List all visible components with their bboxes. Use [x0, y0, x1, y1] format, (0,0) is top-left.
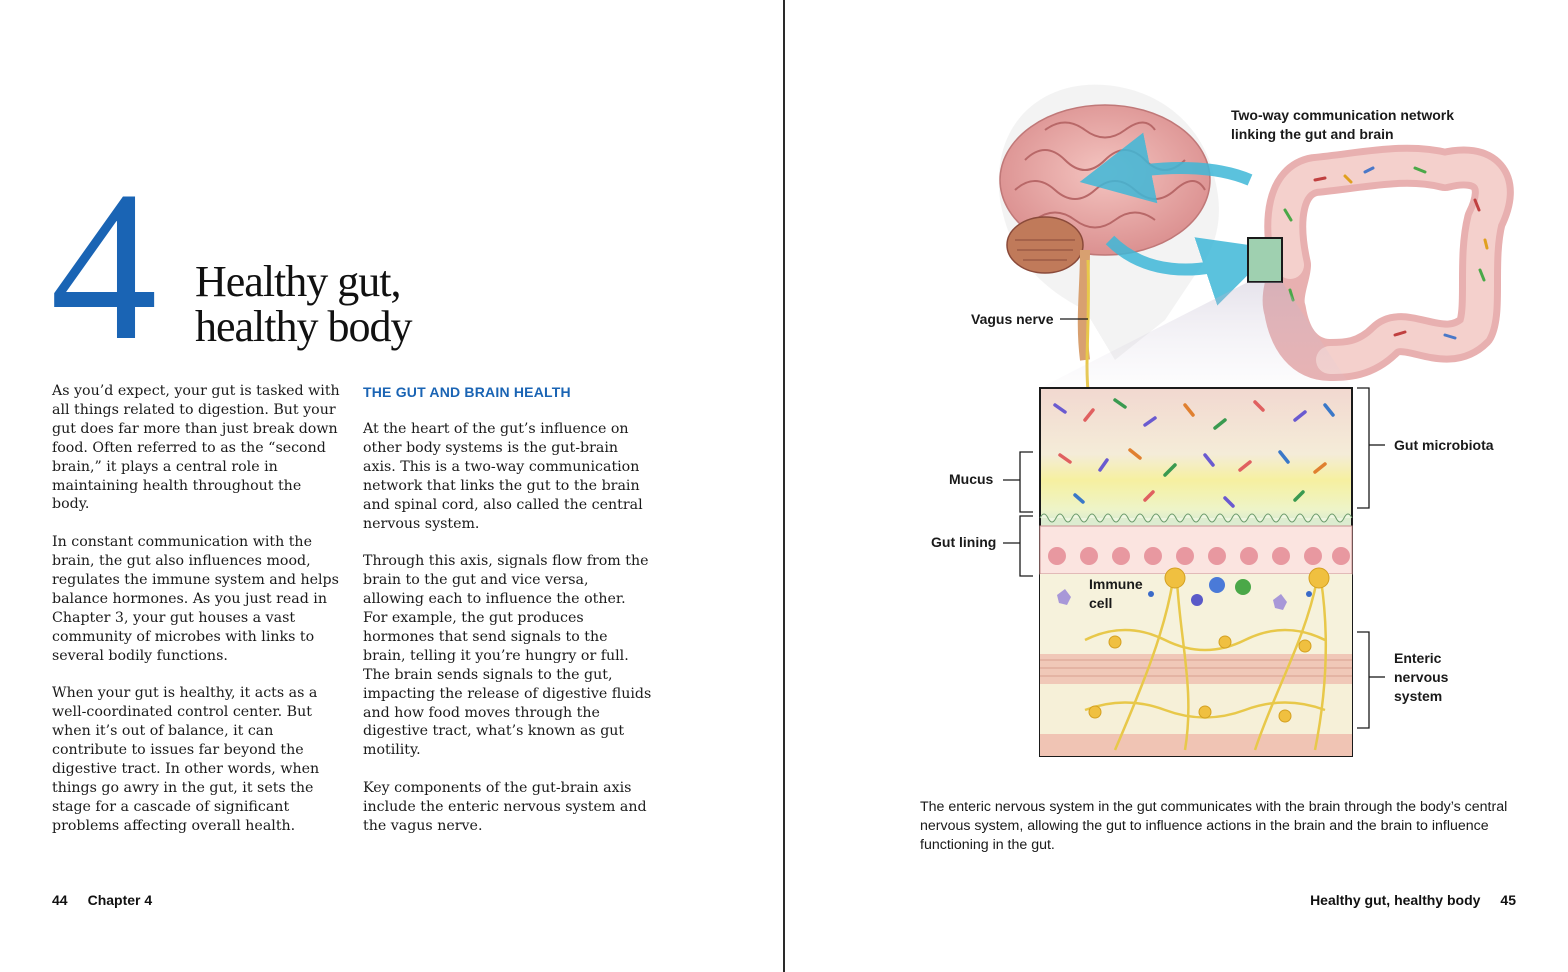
- label-gut-microbiota: Gut microbiota: [1394, 437, 1494, 453]
- page-number: 45: [1500, 892, 1516, 908]
- figure-caption: The enteric nervous system in the gut co…: [920, 799, 1508, 853]
- label-line: Immune: [1089, 576, 1143, 592]
- label-line: Two-way communication network: [1231, 107, 1454, 123]
- label-line: cell: [1089, 595, 1113, 611]
- label-mucus: Mucus: [949, 471, 994, 487]
- label-line: linking the gut and brain: [1231, 126, 1394, 142]
- label-line: Enteric: [1394, 650, 1442, 666]
- folio-right: Healthy gut, healthy body 45: [1310, 892, 1516, 908]
- tissue-cross-section: [1039, 387, 1353, 757]
- body-paragraph: Through this axis, signals flow from the…: [363, 553, 652, 759]
- chapter-number: 4: [50, 146, 157, 385]
- label-line: nervous: [1394, 669, 1449, 685]
- body-column-2: THE GUT AND BRAIN HEALTH At the heart of…: [363, 382, 653, 855]
- illustration-svg: [998, 84, 1514, 757]
- body-column-1: As you’d expect, your gut is tasked with…: [52, 382, 342, 855]
- running-footer: Chapter 4: [87, 892, 153, 908]
- label-enteric-nervous-system: Enteric nervous system: [1394, 649, 1448, 706]
- arrow-to-brain: [1079, 132, 1253, 204]
- page-number: 44: [52, 892, 68, 908]
- zoom-beam: [1040, 282, 1352, 388]
- chapter-title-line-1: Healthy gut,: [195, 257, 402, 306]
- left-page: 4 Healthy gut, healthy body As you’d exp…: [0, 0, 783, 972]
- label-vagus-nerve: Vagus nerve: [971, 311, 1054, 327]
- label-brackets: [1003, 387, 1385, 729]
- body-paragraph: When your gut is healthy, it acts as a w…: [52, 685, 320, 834]
- label-gut-lining: Gut lining: [931, 534, 997, 550]
- section-heading: THE GUT AND BRAIN HEALTH: [363, 384, 571, 400]
- chapter-title-line-2: healthy body: [195, 302, 413, 351]
- body-paragraph: Key components of the gut-brain axis inc…: [363, 780, 647, 834]
- label-immune-cell: Immune cell: [1089, 575, 1143, 613]
- gut-brain-illustration: Two-way communication network linking th…: [785, 60, 1568, 780]
- label-communication-network: Two-way communication network linking th…: [1231, 106, 1454, 144]
- spread-gutter: [783, 0, 785, 972]
- label-line: system: [1394, 688, 1443, 704]
- body-paragraph: As you’d expect, your gut is tasked with…: [52, 383, 340, 513]
- body-paragraph: In constant communication with the brain…: [52, 534, 339, 664]
- chapter-title: Healthy gut, healthy body: [195, 257, 413, 351]
- running-footer: Healthy gut, healthy body: [1310, 892, 1481, 908]
- arrow-to-gut: [1105, 235, 1275, 306]
- folio-left: 44 Chapter 4: [52, 892, 152, 908]
- body-paragraph: At the heart of the gut’s influence on o…: [363, 421, 643, 532]
